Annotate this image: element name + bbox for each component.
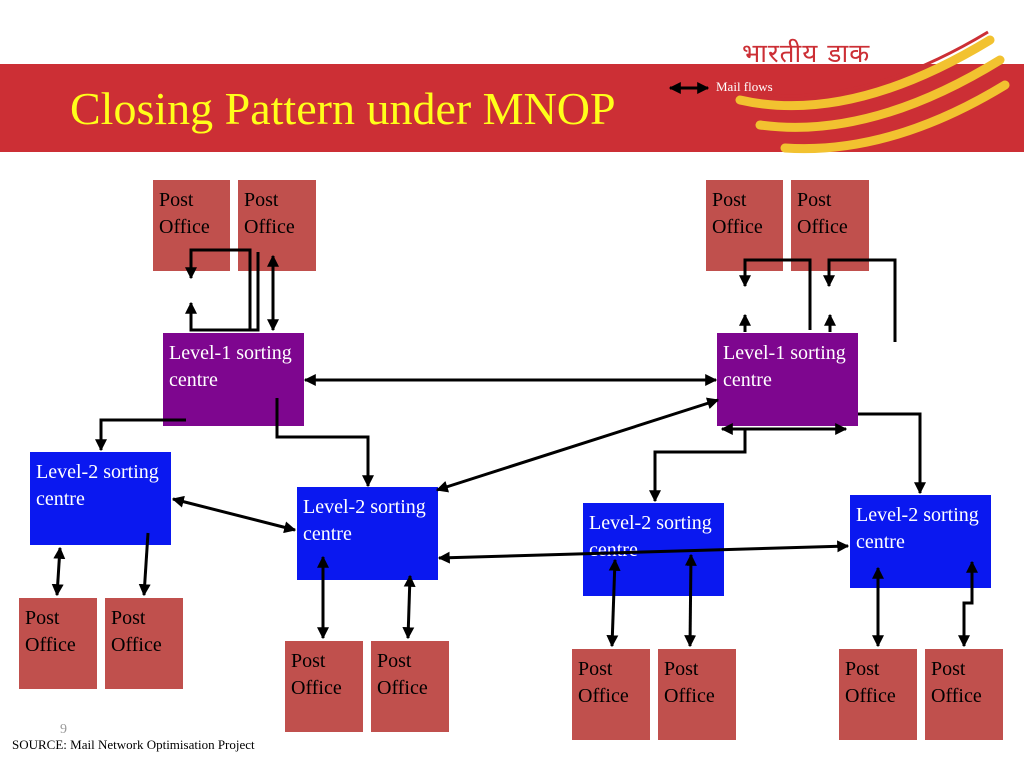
flow-arrow (606, 558, 621, 648)
level1-sorting-centre: Level-1 sorting centre (163, 333, 304, 426)
source-note: SOURCE: Mail Network Optimisation Projec… (12, 737, 255, 752)
node-label: Level-2 sorting centre (303, 496, 426, 545)
page-number: 9 (60, 722, 67, 737)
brand-text: भारतीय डाक (742, 39, 871, 69)
flow-arrow (739, 258, 812, 330)
post-office-node: Post Office (705, 179, 784, 272)
node-label: Post Office (25, 607, 76, 656)
flow-arrow (402, 574, 416, 640)
flow-arrow (275, 398, 374, 488)
flow-arrow (171, 495, 297, 534)
node-label: Level-1 sorting centre (169, 342, 292, 391)
post-office-node: Post Office (924, 648, 1004, 741)
node-label: Level-1 sorting centre (723, 342, 846, 391)
india-post-logo-icon (735, 30, 1010, 154)
node-label: Post Office (712, 189, 763, 238)
node-label: Post Office (664, 658, 715, 707)
flow-arrow (958, 560, 978, 648)
header-band (0, 64, 1024, 152)
post-office-node: Post Office (657, 648, 737, 741)
node-label: Level-2 sorting centre (856, 504, 979, 553)
level2-sorting-centre: Level-2 sorting centre (30, 452, 171, 545)
header-top-strip (0, 0, 1024, 60)
flow-arrow (185, 248, 252, 330)
node-label: Post Office (931, 658, 982, 707)
post-office-node: Post Office (790, 179, 870, 272)
flow-arrow (649, 430, 747, 503)
node-label: Post Office (578, 658, 629, 707)
post-office-node: Post Office (571, 648, 651, 741)
post-office-node: Post Office (838, 648, 918, 741)
legend-label: Mail flows (716, 79, 773, 94)
flow-arrow (684, 553, 697, 648)
flow-arrow (51, 546, 66, 597)
flow-arrow (823, 258, 897, 342)
post-office-node: Post Office (104, 597, 184, 690)
node-label: Post Office (244, 189, 295, 238)
node-label: Post Office (797, 189, 848, 238)
node-label: Post Office (159, 189, 210, 238)
flow-arrow (185, 252, 260, 332)
slide-title: Closing Pattern under MNOP (70, 83, 616, 134)
post-office-node: Post Office (370, 640, 450, 733)
flow-arrow (435, 397, 720, 493)
flow-arrow (138, 532, 151, 597)
post-office-node: Post Office (284, 640, 364, 733)
post-office-node: Post Office (18, 597, 98, 690)
flow-arrow (95, 418, 186, 452)
flow-arrow (437, 540, 850, 564)
node-label: Post Office (111, 607, 162, 656)
node-label: Post Office (377, 650, 428, 699)
flow-arrow (858, 412, 926, 495)
level1-sorting-centre: Level-1 sorting centre (717, 333, 858, 426)
node-label: Post Office (291, 650, 342, 699)
node-label: Level-2 sorting centre (36, 461, 159, 510)
node-label: Post Office (845, 658, 896, 707)
